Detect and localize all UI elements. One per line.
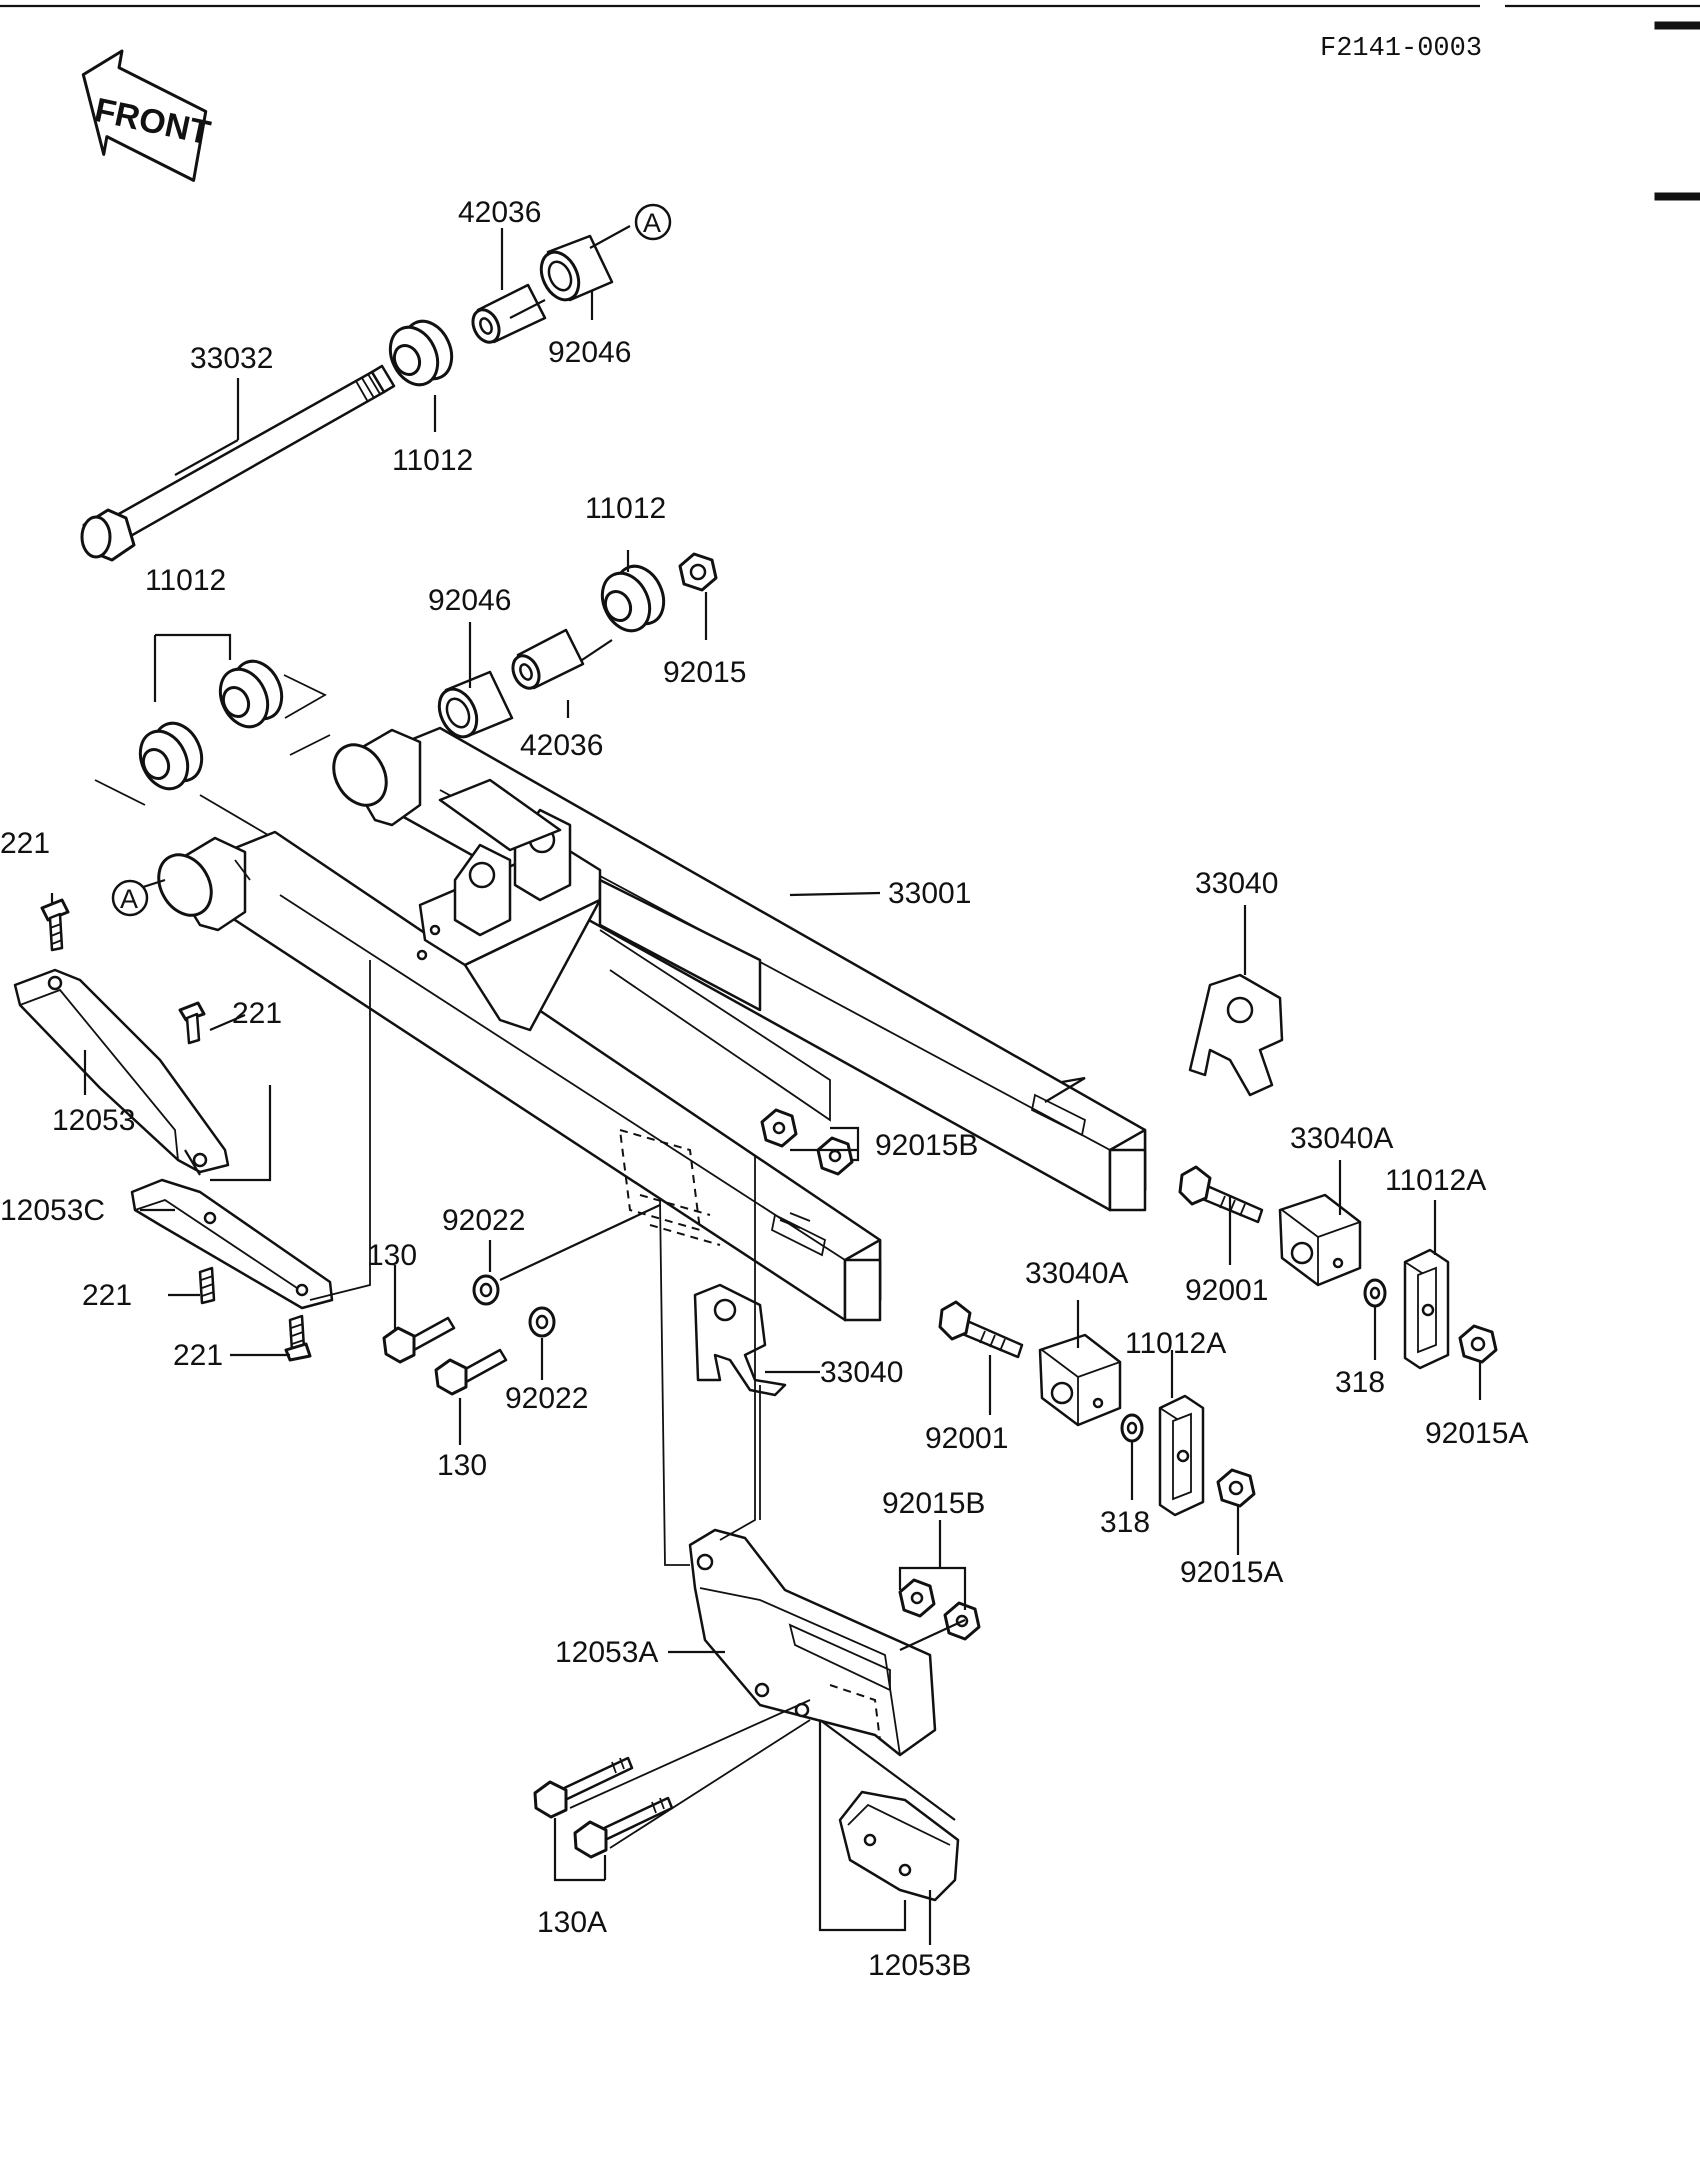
chain-guide-12053B — [838, 1790, 960, 1902]
edge-mark — [1654, 21, 1700, 30]
sleeve-mid-part — [511, 628, 585, 690]
bushing-left-a-part — [218, 659, 284, 729]
label-12053C: 12053C — [0, 1194, 105, 1227]
label-92001-mid: 92001 — [925, 1422, 1008, 1455]
front-arrow-icon: FRONT — [81, 49, 214, 182]
washer-92022-a — [472, 1274, 500, 1306]
label-130-a: 130 — [367, 1239, 417, 1272]
adjuster-plate-mid — [1158, 1394, 1205, 1517]
nut-b-lower-a — [898, 1578, 936, 1618]
screw-221-c — [198, 1266, 216, 1305]
bushing-top-part — [388, 319, 454, 387]
chain-adjuster-bracket-mid — [693, 1283, 787, 1397]
label-92022-b: 92022 — [505, 1382, 588, 1415]
nut-b-upper-a — [760, 1108, 798, 1148]
adjuster-bolt-mid — [938, 1300, 1024, 1359]
nut-right-part — [1458, 1324, 1498, 1364]
screw-221-a — [40, 898, 70, 952]
label-92015-top: 92015 — [663, 656, 746, 689]
screw-221-d — [284, 1314, 312, 1362]
chain-guide-12053 — [13, 968, 230, 1174]
ref-a-text-mid: A — [120, 884, 138, 914]
label-130A: 130A — [537, 1906, 607, 1939]
adjuster-block-right — [1278, 1193, 1362, 1287]
bushing-guide-lines — [283, 674, 331, 756]
label-92015A-mid: 92015A — [1180, 1556, 1283, 1589]
label-130-b: 130 — [437, 1449, 487, 1482]
bolt-130-b — [434, 1348, 508, 1396]
label-12053B: 12053B — [868, 1949, 971, 1982]
sleeve-top-part — [471, 283, 547, 344]
bearing-top-part — [539, 234, 614, 302]
bolt-130-a — [382, 1316, 456, 1364]
washer-92022-b — [528, 1306, 556, 1338]
label-33040-mid: 33040 — [820, 1356, 903, 1389]
label-42036-mid: 42036 — [520, 729, 603, 762]
chain-guide-12053C — [130, 1178, 334, 1310]
ref-a-text-top: A — [643, 208, 661, 238]
label-33040A-right: 33040A — [1290, 1122, 1393, 1155]
label-92001-right: 92001 — [1185, 1274, 1268, 1307]
label-221-a: 221 — [0, 827, 50, 860]
bolt-130A-b — [573, 1796, 674, 1859]
nut-b-upper-b — [816, 1136, 854, 1176]
label-11012-left: 11012 — [145, 564, 226, 597]
label-11012-mid: 11012 — [585, 492, 666, 525]
nut-top-part — [678, 552, 718, 592]
washer-right-part — [1363, 1278, 1387, 1308]
label-318-mid: 318 — [1100, 1506, 1150, 1539]
label-92022-a: 92022 — [442, 1204, 525, 1237]
label-33001: 33001 — [888, 877, 971, 910]
adjuster-block-mid — [1038, 1333, 1122, 1427]
ref-a-marker-mid: A — [111, 879, 149, 917]
label-92015A-right: 92015A — [1425, 1417, 1528, 1450]
label-11012A-mid: 11012A — [1125, 1327, 1226, 1360]
label-11012-top: 11012 — [392, 444, 473, 477]
pivot-shaft-part — [80, 364, 396, 562]
nut-mid-part — [1216, 1468, 1256, 1508]
bolt-130A-a — [533, 1756, 634, 1819]
label-92015B-b: 92015B — [882, 1487, 985, 1520]
bushing-mid-part — [600, 564, 666, 633]
screw-221-b — [178, 1001, 206, 1045]
label-221-d: 221 — [173, 1339, 223, 1372]
bushing-left-b-part — [138, 721, 204, 791]
swing-arm-part — [157, 726, 1147, 1322]
bushing-guide-lines-2 — [94, 779, 270, 853]
edge-mark-2 — [1654, 192, 1700, 201]
label-221-b: 221 — [232, 997, 282, 1030]
label-42036-top: 42036 — [458, 196, 541, 229]
label-33032: 33032 — [190, 342, 273, 375]
bearing-mid-part — [437, 670, 514, 739]
label-92046-mid: 92046 — [428, 584, 511, 617]
adjuster-bolt-right — [1178, 1165, 1264, 1224]
ref-a-marker-top: A — [634, 203, 672, 241]
chain-guide-12053A — [688, 1528, 937, 1757]
label-92046-top: 92046 — [548, 336, 631, 369]
adjuster-plate-right — [1403, 1248, 1450, 1370]
label-33040A-mid: 33040A — [1025, 1257, 1128, 1290]
label-12053A: 12053A — [555, 1636, 658, 1669]
chain-adjuster-bracket-right — [1188, 973, 1284, 1097]
washer-mid-part — [1120, 1413, 1144, 1443]
label-11012A-right: 11012A — [1385, 1164, 1486, 1197]
label-33040-right: 33040 — [1195, 867, 1278, 900]
leader-lines — [50, 225, 1482, 1945]
label-221-c: 221 — [82, 1279, 132, 1312]
label-92015B-a: 92015B — [875, 1129, 978, 1162]
label-12053: 12053 — [52, 1104, 135, 1137]
drawing-code: F2141-0003 — [1320, 34, 1482, 64]
label-318-right: 318 — [1335, 1366, 1385, 1399]
